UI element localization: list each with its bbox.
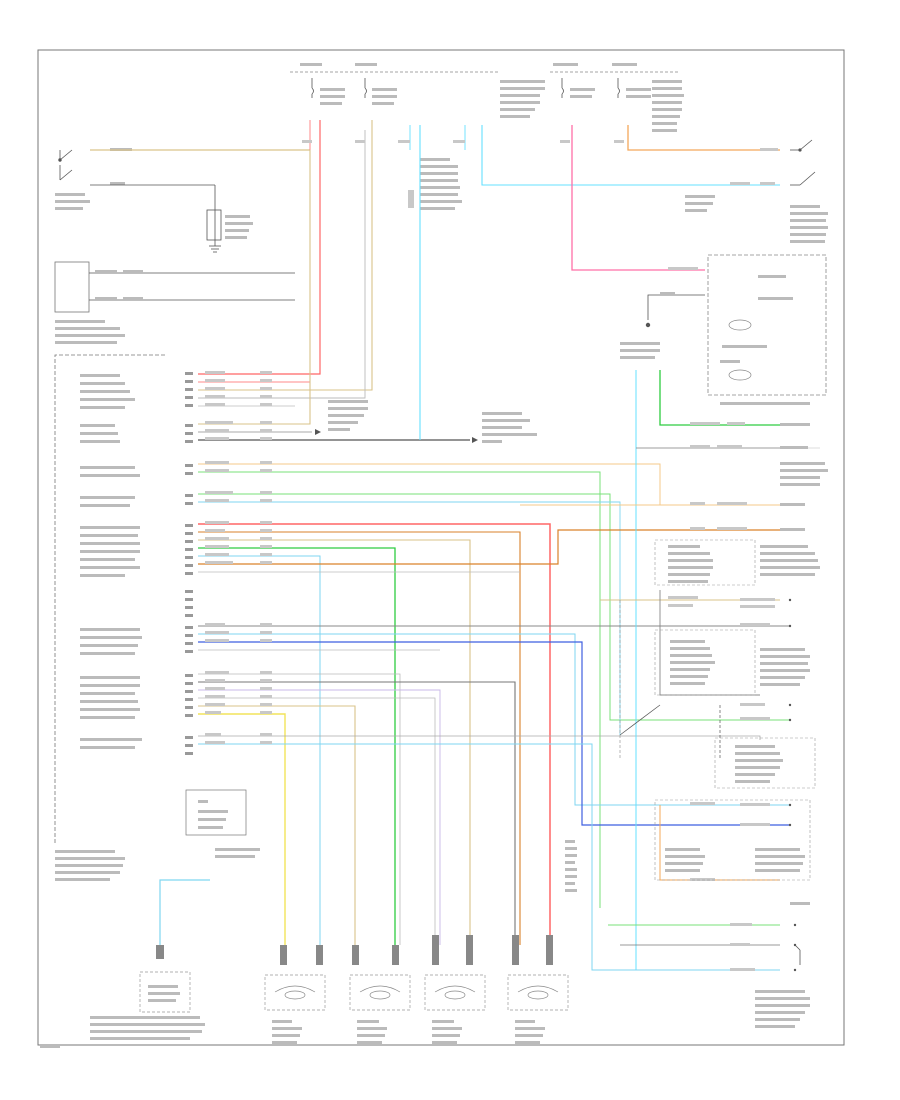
switch-icon <box>58 149 73 181</box>
left-rear-wheel-speed-sensor <box>264 945 326 1011</box>
top-signal-wires <box>302 125 780 440</box>
electronic-brake-motor-pack <box>40 879 210 1048</box>
ground-icon <box>209 240 221 253</box>
left-front-wheel-speed-sensor <box>507 935 569 1011</box>
connector-icon <box>156 945 164 959</box>
sensor-icon <box>359 985 401 1000</box>
ebcm-module <box>54 354 260 881</box>
sensor-icon <box>274 985 316 1000</box>
right-rear-wheel-speed-sensor <box>349 945 411 1011</box>
sensor-icon <box>517 985 559 1000</box>
traction-switch <box>55 148 310 253</box>
instrument-panel-cluster <box>620 254 827 405</box>
fuse-icon <box>311 78 620 98</box>
right-front-wheel-speed-sensor <box>424 935 486 1011</box>
steering-wheel-sensor-icon <box>794 944 801 965</box>
sensor-icon <box>434 985 476 1000</box>
diagram-frame <box>37 49 845 1046</box>
switch-icon <box>790 139 816 186</box>
stop-lamp-switch <box>685 139 828 243</box>
top-power-block <box>290 63 684 210</box>
wheel-speed-sensors <box>264 935 569 1044</box>
traction-disable-connector <box>54 261 295 344</box>
splice-icon <box>645 322 651 328</box>
ebcm-wires <box>198 120 790 971</box>
cluster-icon <box>728 319 752 381</box>
right-side-wires <box>520 370 828 1028</box>
